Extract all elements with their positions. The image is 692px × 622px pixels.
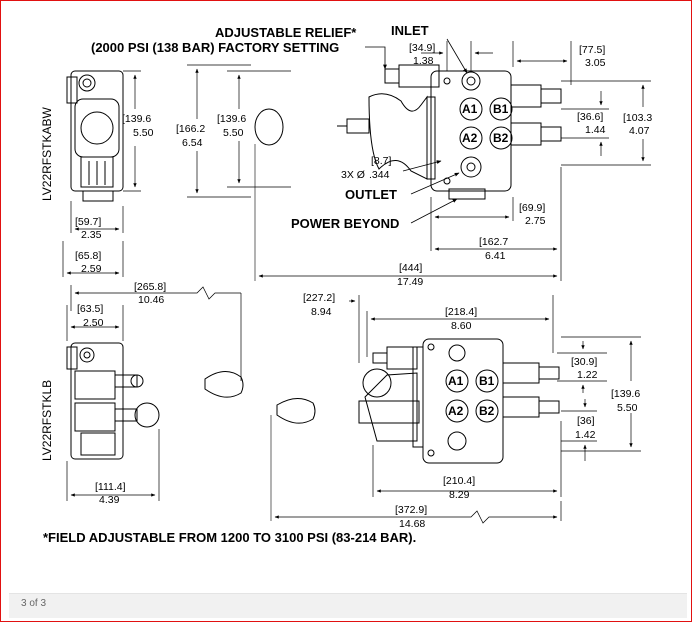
port-b1-top: B1 bbox=[493, 102, 509, 116]
dim-139-6-right-mm: [139.6 bbox=[611, 388, 640, 400]
field-adjustable-note: *FIELD ADJUSTABLE FROM 1200 TO 3100 PSI … bbox=[43, 530, 416, 545]
dim-77-5 bbox=[512, 41, 572, 85]
port-a2-bottom: A2 bbox=[448, 404, 464, 418]
valve-front-top bbox=[337, 64, 562, 200]
dim-36-in: 1.42 bbox=[575, 429, 596, 441]
dim-265-8-mm: [265.8] bbox=[134, 281, 166, 293]
dim-111-4-mm: [111.4] bbox=[95, 481, 126, 493]
dim-30-9-in: 1.22 bbox=[577, 369, 598, 381]
callout-holes-value: .344 bbox=[369, 169, 390, 181]
dim-227-2 bbox=[349, 295, 360, 363]
dim-166-2-mm: [166.2 bbox=[176, 123, 205, 135]
dim-77-5-in: 3.05 bbox=[585, 57, 606, 69]
dim-218-4-in: 8.60 bbox=[451, 320, 472, 332]
dim-103-3-mm: [103.3 bbox=[623, 112, 652, 124]
dim-111-4-in: 4.39 bbox=[99, 494, 120, 506]
callout-power-beyond: POWER BEYOND bbox=[291, 216, 399, 231]
dim-139-6-mid-mm: [139.6 bbox=[217, 113, 246, 125]
callout-adjustable-relief: ADJUSTABLE RELIEF* bbox=[215, 25, 357, 40]
technical-drawing: [139.6 5.50 LV22RFSTKABW [59.7] 2.35 [65… bbox=[40, 23, 652, 545]
dim-65-8 bbox=[62, 241, 124, 277]
port-a1-bottom: A1 bbox=[448, 374, 464, 388]
dim-139-6-side bbox=[123, 70, 141, 192]
dim-34-9 bbox=[421, 41, 493, 71]
dim-166-2-in: 6.54 bbox=[182, 137, 203, 149]
dim-59-7-in: 2.35 bbox=[81, 229, 102, 241]
dim-34-9-in: 1.38 bbox=[413, 55, 434, 67]
dim-36-6 bbox=[561, 91, 609, 156]
dim-63-5 bbox=[66, 305, 124, 341]
dim-65-8-in: 2.59 bbox=[81, 263, 102, 275]
dim-139-6-right bbox=[561, 336, 641, 452]
dim-36-6-in: 1.44 bbox=[585, 124, 606, 136]
dim-139-6-mid-in: 5.50 bbox=[223, 127, 244, 139]
model-label-top: LV22RFSTKABW bbox=[40, 107, 54, 201]
handle-knob-bottom bbox=[204, 371, 316, 424]
port-b1-bottom: B1 bbox=[479, 374, 495, 388]
dim-139-6-mid bbox=[227, 70, 291, 188]
handle-knob-top bbox=[254, 108, 284, 146]
dim-139-6-side-mm: [139.6 bbox=[122, 113, 151, 125]
dim-111-4 bbox=[66, 429, 160, 501]
dim-65-8-mm: [65.8] bbox=[75, 250, 101, 262]
slide-counter: 3 of 3 bbox=[21, 598, 47, 609]
dim-103-3 bbox=[561, 80, 651, 166]
dim-265-8 bbox=[70, 285, 242, 381]
dim-162-7-mm: [162.7 bbox=[479, 236, 508, 248]
dim-8-7-mm: [8.7] bbox=[371, 155, 392, 167]
dim-227-2-mm: [227.2] bbox=[303, 292, 335, 304]
dim-218-4 bbox=[366, 295, 554, 357]
dim-63-5-in: 2.50 bbox=[83, 317, 104, 329]
dim-63-5-mm: [63.5] bbox=[77, 303, 103, 315]
dim-139-6-right-in: 5.50 bbox=[617, 402, 638, 414]
port-b2-bottom: B2 bbox=[479, 404, 495, 418]
dim-372-9-in: 14.68 bbox=[399, 518, 425, 530]
dim-59-7-mm: [59.7] bbox=[75, 216, 101, 228]
port-a2-top: A2 bbox=[462, 131, 478, 145]
dim-139-6-side-in: 5.50 bbox=[133, 127, 154, 139]
dim-162-7 bbox=[434, 167, 562, 281]
dim-34-9-mm: [34.9] bbox=[409, 42, 435, 54]
model-label-bottom: LV22RFSTKLB bbox=[40, 380, 54, 461]
dim-227-2-in: 8.94 bbox=[311, 306, 332, 318]
dim-218-4-mm: [218.4] bbox=[445, 306, 477, 318]
dim-166-2 bbox=[187, 64, 251, 198]
dim-30-9-mm: [30.9] bbox=[571, 356, 597, 368]
dim-103-3-in: 4.07 bbox=[629, 125, 650, 137]
side-view-top bbox=[66, 70, 124, 202]
dim-59-7 bbox=[70, 201, 124, 233]
dim-30-9 bbox=[557, 341, 607, 393]
dim-265-8-in: 10.46 bbox=[138, 294, 164, 306]
dim-69-9-mm: [69.9] bbox=[519, 202, 545, 214]
callout-factory-setting: (2000 PSI (138 BAR) FACTORY SETTING bbox=[91, 40, 339, 55]
port-b2-top: B2 bbox=[493, 131, 509, 145]
callout-inlet: INLET bbox=[391, 23, 429, 38]
dim-210-4 bbox=[372, 421, 562, 497]
callout-holes-prefix: 3X Ø bbox=[341, 169, 365, 181]
dim-444-in: 17.49 bbox=[397, 276, 423, 288]
slide-counter-bar: 3 of 3 bbox=[9, 593, 687, 618]
dim-210-4-in: 8.29 bbox=[449, 489, 470, 501]
dim-69-9-in: 2.75 bbox=[525, 215, 546, 227]
valve-front-bottom bbox=[358, 338, 560, 464]
dim-36 bbox=[561, 399, 597, 461]
dim-77-5-mm: [77.5] bbox=[579, 44, 605, 56]
side-view-bottom bbox=[66, 342, 160, 460]
dim-210-4-mm: [210.4] bbox=[443, 475, 475, 487]
dim-69-9 bbox=[430, 197, 514, 251]
dim-36-mm: [36] bbox=[577, 415, 595, 427]
dim-36-6-mm: [36.6] bbox=[577, 111, 603, 123]
port-a1-top: A1 bbox=[462, 102, 478, 116]
dim-372-9 bbox=[274, 501, 562, 524]
callout-outlet: OUTLET bbox=[345, 187, 397, 202]
dim-444-mm: [444] bbox=[399, 262, 422, 274]
dim-162-7-in: 6.41 bbox=[485, 250, 506, 262]
dim-372-9-mm: [372.9] bbox=[395, 504, 427, 516]
